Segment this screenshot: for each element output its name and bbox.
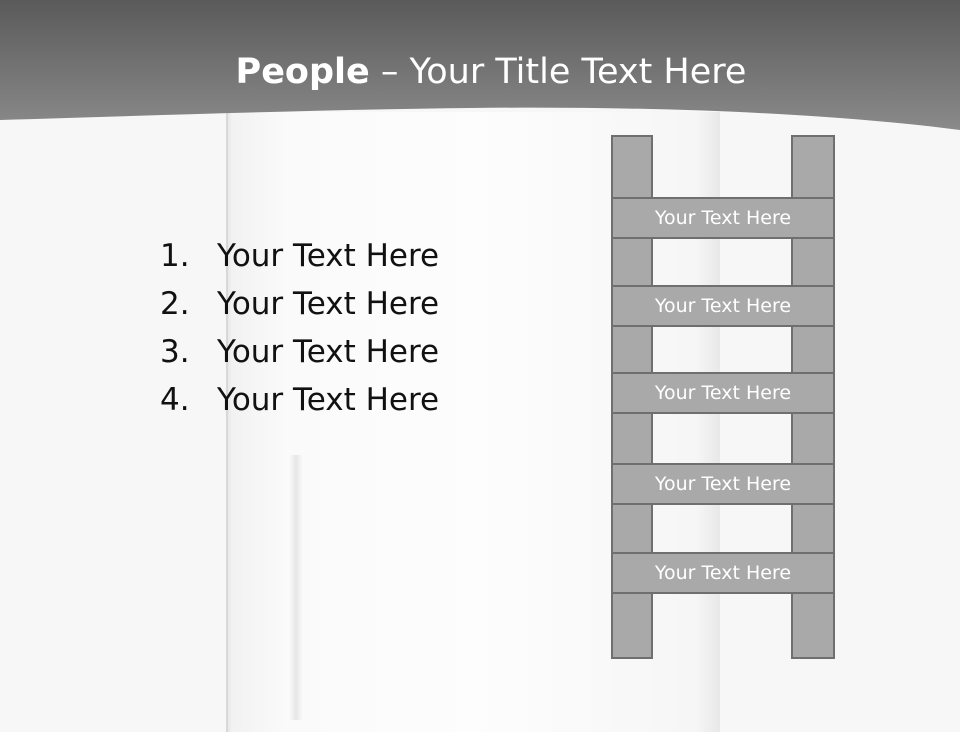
list-item: 2. Your Text Here	[160, 280, 439, 328]
ladder-rung: Your Text Here	[611, 552, 835, 594]
list-item: 3. Your Text Here	[160, 328, 439, 376]
ladder-rung: Your Text Here	[611, 197, 835, 239]
title-rest: – Your Title Text Here	[369, 52, 747, 92]
list-item-number: 2.	[160, 286, 190, 322]
list-item: 4. Your Text Here	[160, 376, 439, 424]
list-item-text: Your Text Here	[217, 334, 440, 370]
title-bold: People	[235, 52, 370, 92]
list-item-number: 1.	[160, 238, 190, 274]
list-item-text: Your Text Here	[217, 238, 440, 274]
list-item: 1. Your Text Here	[160, 232, 439, 280]
list-item-number: 4.	[160, 382, 190, 418]
ladder-rung: Your Text Here	[611, 463, 835, 505]
list-item-text: Your Text Here	[217, 382, 440, 418]
ladder-diagram: Your Text Here Your Text Here Your Text …	[611, 135, 835, 659]
ladder-rung: Your Text Here	[611, 372, 835, 414]
numbered-list: 1. Your Text Here 2. Your Text Here 3. Your…	[160, 232, 439, 424]
ladder-rung: Your Text Here	[611, 285, 835, 327]
list-item-number: 3.	[160, 334, 190, 370]
background-glass-streak	[290, 455, 302, 720]
title-banner	[0, 0, 960, 130]
slide-title: People – Your Title Text Here	[0, 52, 960, 92]
list-item-text: Your Text Here	[217, 286, 440, 322]
